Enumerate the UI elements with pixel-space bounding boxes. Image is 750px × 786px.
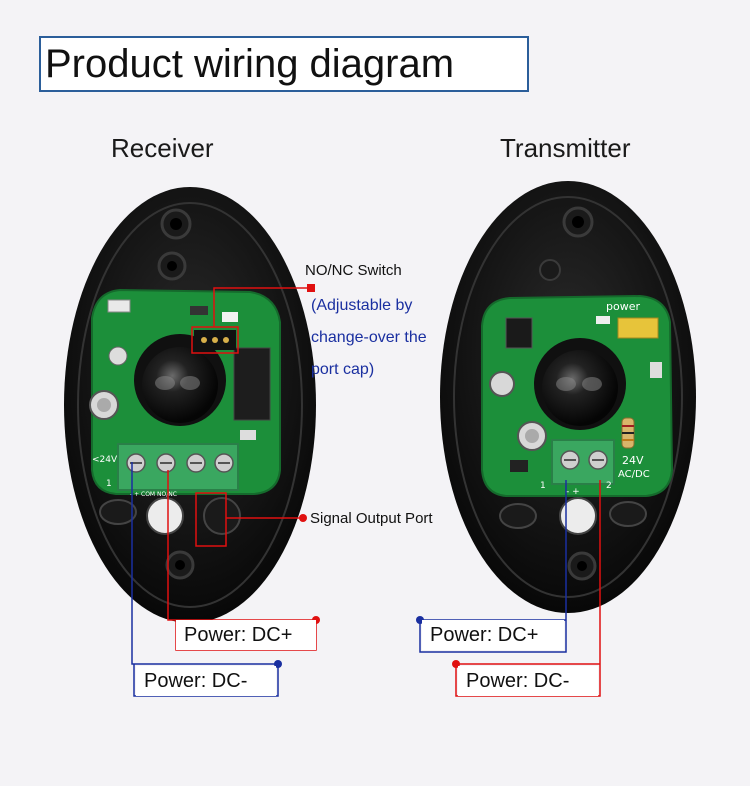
transmitter-dc-minus-wire <box>455 480 601 697</box>
receiver-device: <24V 1 - + COM NO/NC <box>64 187 316 623</box>
transmitter-pin-2: 2 <box>606 481 612 491</box>
switch-leader-dot <box>307 284 315 292</box>
transmitter-device: power 24V AC/DC 1 2 - + <box>440 181 696 613</box>
transmitter-dc-plus-label: Power: DC+ <box>422 620 564 650</box>
switch-note-line-2: change-over the <box>311 329 427 346</box>
switch-leader-line <box>213 287 311 327</box>
receiver-lens <box>142 347 218 423</box>
transmitter-pin-1: 1 <box>540 481 546 491</box>
switch-note-line-3: port cap) <box>311 361 375 378</box>
signal-leader-dot <box>299 514 307 522</box>
receiver-dc-minus-dot <box>274 660 282 668</box>
transmitter-dc-minus-label: Power: DC- <box>458 666 598 696</box>
transmitter-terminal-marks: - + <box>566 487 580 497</box>
receiver-pin-1: 1 <box>106 479 112 489</box>
signal-output-label: Signal Output Port <box>310 510 433 527</box>
switch-note-line-1: (Adjustable by <box>311 297 413 314</box>
transmitter-lens <box>542 350 618 426</box>
transmitter-board-text: power <box>606 300 640 313</box>
transmitter-cable-hole <box>559 497 597 535</box>
receiver-voltage-mark: <24V <box>92 455 118 465</box>
switch-highlight-box <box>191 326 239 354</box>
receiver-dc-minus-label: Power: DC- <box>136 666 276 696</box>
receiver-dc-minus-wire <box>131 462 279 697</box>
switch-label: NO/NC Switch <box>305 262 402 279</box>
transmitter-acdc-mark: AC/DC <box>618 469 650 480</box>
receiver-label: Receiver <box>111 133 214 163</box>
transmitter-label: Transmitter <box>500 133 631 163</box>
receiver-red-callouts <box>191 287 311 547</box>
receiver-dc-plus-label: Power: DC+ <box>176 620 316 650</box>
transmitter-voltage-mark: 24V <box>622 454 644 467</box>
receiver-cable-hole <box>146 497 184 535</box>
page-title: Product wiring diagram <box>39 36 529 92</box>
receiver-port-marks: - + COM NO/NC <box>130 491 177 498</box>
signal-port-highlight-box <box>195 492 227 547</box>
transmitter-capacitor-yellow <box>617 317 659 339</box>
